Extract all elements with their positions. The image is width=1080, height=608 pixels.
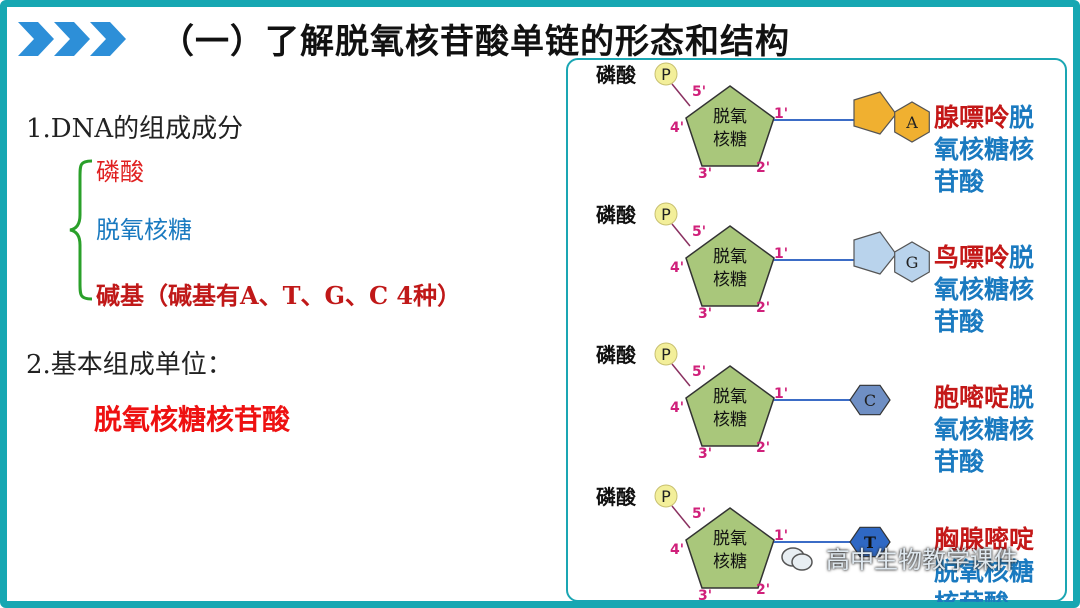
watermark-text: 高中生物教学课件 bbox=[826, 546, 1018, 574]
carbon-5-label: 5' bbox=[692, 364, 706, 380]
phosphate-circle bbox=[654, 342, 678, 366]
carbon-3-label: 3' bbox=[698, 588, 712, 602]
base-purine-ring5 bbox=[853, 91, 897, 135]
carbon-3-label: 3' bbox=[698, 446, 712, 462]
deoxyribose-pentagon bbox=[685, 85, 775, 167]
phosphodiester-link bbox=[671, 83, 691, 107]
carbon-5-label: 5' bbox=[692, 506, 706, 522]
carbon-3-label: 3' bbox=[698, 306, 712, 322]
base-letter: T bbox=[864, 533, 876, 552]
wechat-icon bbox=[781, 547, 813, 571]
deoxyribose-pentagon bbox=[685, 225, 775, 307]
phosphodiester-link bbox=[671, 223, 691, 247]
base-letter: C bbox=[864, 391, 876, 410]
nucleotide-name-line3: 苷酸 bbox=[934, 167, 985, 196]
nucleotide-name-line3: 苷酸 bbox=[934, 307, 985, 336]
sugar-label-top: 脱氧 bbox=[713, 247, 747, 267]
carbon-1-label: 1' bbox=[774, 386, 788, 402]
sugar-label-bottom: 核糖 bbox=[713, 410, 747, 430]
sugar-label-bottom: 核糖 bbox=[713, 130, 747, 150]
carbon-2-label: 2' bbox=[756, 440, 770, 456]
carbon-1-label: 1' bbox=[774, 246, 788, 262]
phosphate-circle bbox=[654, 202, 678, 226]
component-deoxyribose: 脱氧核糖 bbox=[96, 216, 192, 244]
nucleotide-name-line1: 腺嘌呤脱 bbox=[934, 103, 1034, 132]
carbon-1-label: 1' bbox=[774, 106, 788, 122]
phosphate-symbol: P bbox=[661, 65, 671, 84]
phosphodiester-link bbox=[671, 505, 691, 529]
carbon-4-label: 4' bbox=[670, 542, 684, 558]
nucleotide-name-line3: 苷酸 bbox=[934, 447, 985, 476]
deoxyribose-pentagon bbox=[685, 507, 775, 589]
sugar-label-top: 脱氧 bbox=[713, 529, 747, 549]
phosphate-label: 磷酸 bbox=[596, 203, 637, 227]
base-purine-ring6 bbox=[894, 101, 930, 143]
nucleotide-name-line2: 氧核糖核 bbox=[933, 135, 1034, 164]
sugar-label-bottom: 核糖 bbox=[713, 552, 747, 572]
base-letter: A bbox=[905, 113, 918, 132]
carbon-2-label: 2' bbox=[756, 160, 770, 176]
sugar-label-bottom: 核糖 bbox=[713, 270, 747, 290]
carbon-4-label: 4' bbox=[670, 120, 684, 136]
phosphate-label: 磷酸 bbox=[596, 63, 637, 87]
phosphate-circle bbox=[654, 62, 678, 86]
carbon-1-label: 1' bbox=[774, 528, 788, 544]
chevron-arrows-icon bbox=[18, 22, 126, 56]
base-pyrimidine-ring bbox=[849, 384, 891, 416]
nucleotide-name-line2: 脱氧核糖 bbox=[934, 557, 1034, 586]
phosphate-symbol: P bbox=[661, 345, 671, 364]
nucleotide-name-line2: 氧核糖核 bbox=[933, 415, 1034, 444]
nucleotide-name-line2: 氧核糖核 bbox=[933, 275, 1034, 304]
sugar-label-top: 脱氧 bbox=[713, 107, 747, 127]
carbon-2-label: 2' bbox=[756, 300, 770, 316]
phosphate-label: 磷酸 bbox=[596, 485, 637, 509]
slide-title: （一）了解脱氧核苷酸单链的形态和结构 bbox=[160, 22, 790, 62]
carbon-2-label: 2' bbox=[756, 582, 770, 598]
phosphate-label: 磷酸 bbox=[596, 343, 637, 367]
deoxyribose-pentagon bbox=[685, 365, 775, 447]
nucleotide-name-line3: 核苷酸 bbox=[934, 589, 1010, 602]
carbon-4-label: 4' bbox=[670, 260, 684, 276]
phosphate-circle bbox=[654, 484, 678, 508]
carbon-5-label: 5' bbox=[692, 84, 706, 100]
phosphate-symbol: P bbox=[661, 487, 671, 506]
carbon-3-label: 3' bbox=[698, 166, 712, 182]
sugar-label-top: 脱氧 bbox=[713, 387, 747, 407]
base-purine-ring6 bbox=[894, 241, 930, 283]
nucleotide-name-line1: 胞嘧啶脱 bbox=[934, 383, 1034, 412]
carbon-5-label: 5' bbox=[692, 224, 706, 240]
component-bases: 碱基（碱基有A、T、G、C 4种） bbox=[96, 281, 462, 310]
phosphodiester-link bbox=[671, 363, 691, 387]
component-phosphate: 磷酸 bbox=[96, 158, 144, 186]
curly-brace bbox=[69, 159, 93, 301]
nucleotide-name-line1: 鸟嘌呤脱 bbox=[934, 243, 1034, 272]
base-purine-ring5 bbox=[853, 231, 897, 275]
phosphate-symbol: P bbox=[661, 205, 671, 224]
basic-unit-answer: 脱氧核糖核苷酸 bbox=[94, 403, 291, 436]
base-letter: G bbox=[906, 253, 919, 272]
nucleotide-diagram-panel bbox=[566, 58, 1067, 602]
nucleotide-name-line1: 胸腺嘧啶 bbox=[934, 525, 1034, 554]
section1-heading: 1.DNA的组成成分 bbox=[26, 114, 244, 144]
base-pyrimidine-ring bbox=[849, 526, 891, 558]
carbon-4-label: 4' bbox=[670, 400, 684, 416]
section2-heading: 2.基本组成单位： bbox=[26, 350, 233, 380]
